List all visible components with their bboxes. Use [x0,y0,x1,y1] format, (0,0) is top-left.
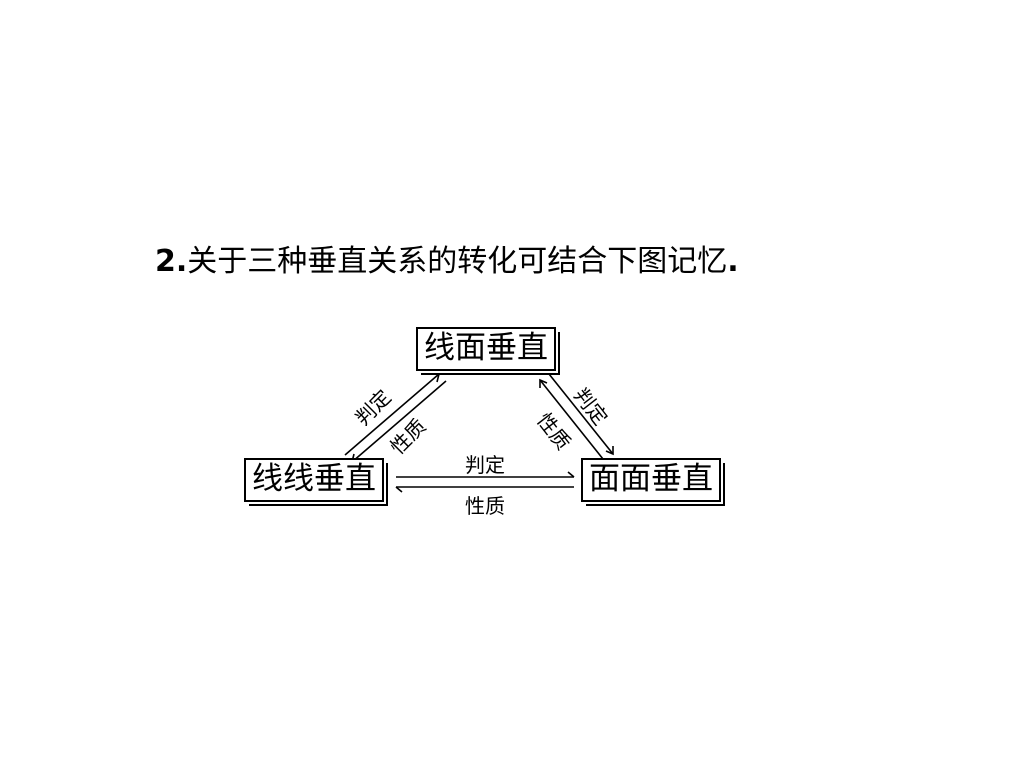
title-number-dot: . [175,244,188,279]
arrow-top-to-left [351,380,447,463]
label-left-right-forward: 判定 [465,453,505,477]
arrow-top-to-right [548,373,614,455]
arrow-right-to-top [539,379,604,460]
title-text: 关于三种垂直关系的转化可结合下图记忆 [187,244,728,279]
arrow-left-to-top [344,373,440,456]
arrow-right-to-left-head [395,486,403,493]
node-plane-plane-perpendicular: 面面垂直 [581,458,725,506]
title-end-dot: . [727,244,739,279]
page-title: 2.关于三种垂直关系的转化可结合下图记忆. [155,240,739,284]
arrow-left-to-top-head [430,373,441,383]
arrow-top-to-right-head [605,446,614,456]
arrow-right-to-top-head [539,378,548,388]
label-left-right-backward: 性质 [465,494,505,518]
node-line-line-perpendicular: 线线垂直 [244,458,388,506]
node-line-plane-perpendicular: 线面垂直 [416,327,560,375]
arrow-left-to-right-head [567,471,575,478]
title-number: 2 [155,244,176,279]
